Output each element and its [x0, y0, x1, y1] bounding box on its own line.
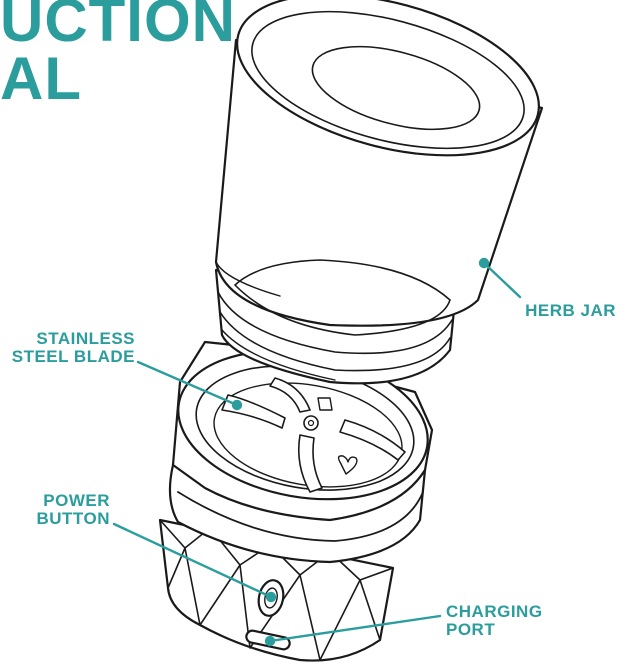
callout-dot-blade: [231, 399, 243, 411]
label-stainless-steel-blade: STAINLESS STEEL BLADE: [4, 330, 135, 366]
jar-lid-top: [311, 45, 481, 131]
callout-line-charging: [268, 614, 442, 643]
blade-bottom: [297, 434, 323, 493]
herb-jar: [214, 0, 544, 385]
callout-dot-power: [265, 591, 277, 603]
blade-heart: [337, 455, 358, 475]
label-power-line-2: BUTTON: [36, 509, 110, 528]
blade-right: [339, 419, 406, 461]
label-charging-port: CHARGING PORT: [446, 603, 556, 639]
heading-line-1: UCTION: [0, 0, 236, 54]
jar-thread-2: [219, 311, 451, 372]
jar-bottom-edge: [215, 261, 281, 297]
heading: UCTION AL: [0, 0, 236, 112]
blade-hub-center: [307, 419, 315, 427]
label-charging-line-2: PORT: [446, 620, 496, 639]
blade-top: [269, 377, 311, 413]
label-blade-line-2: STEEL BLADE: [11, 347, 135, 366]
label-charging-line-1: CHARGING: [446, 602, 543, 621]
grinder-base: [158, 518, 395, 662]
callout-dot-herb-jar: [478, 257, 490, 269]
callout-dot-charging: [264, 635, 276, 647]
jar-opening-rim: [234, 259, 451, 336]
callout-line-power: [112, 522, 273, 599]
callout-line-blade: [136, 360, 239, 407]
label-blade-line-1: STAINLESS: [36, 329, 135, 348]
chamber-band-line: [177, 491, 424, 542]
blade-hub: [303, 415, 319, 431]
label-herb-jar-text: HERB JAR: [525, 301, 616, 320]
label-power-button: POWER BUTTON: [20, 492, 110, 528]
jar-lid-inner: [251, 10, 525, 150]
jar-thread-1: [217, 291, 453, 355]
heading-line-2: AL: [0, 45, 82, 112]
blade-tab: [317, 397, 333, 411]
callout-line-herb-jar: [482, 261, 522, 299]
label-herb-jar: HERB JAR: [512, 302, 616, 320]
power-button-inner: [264, 587, 278, 609]
label-power-line-1: POWER: [43, 491, 110, 510]
jar-thread-3: [221, 329, 336, 381]
callouts: [112, 257, 522, 647]
